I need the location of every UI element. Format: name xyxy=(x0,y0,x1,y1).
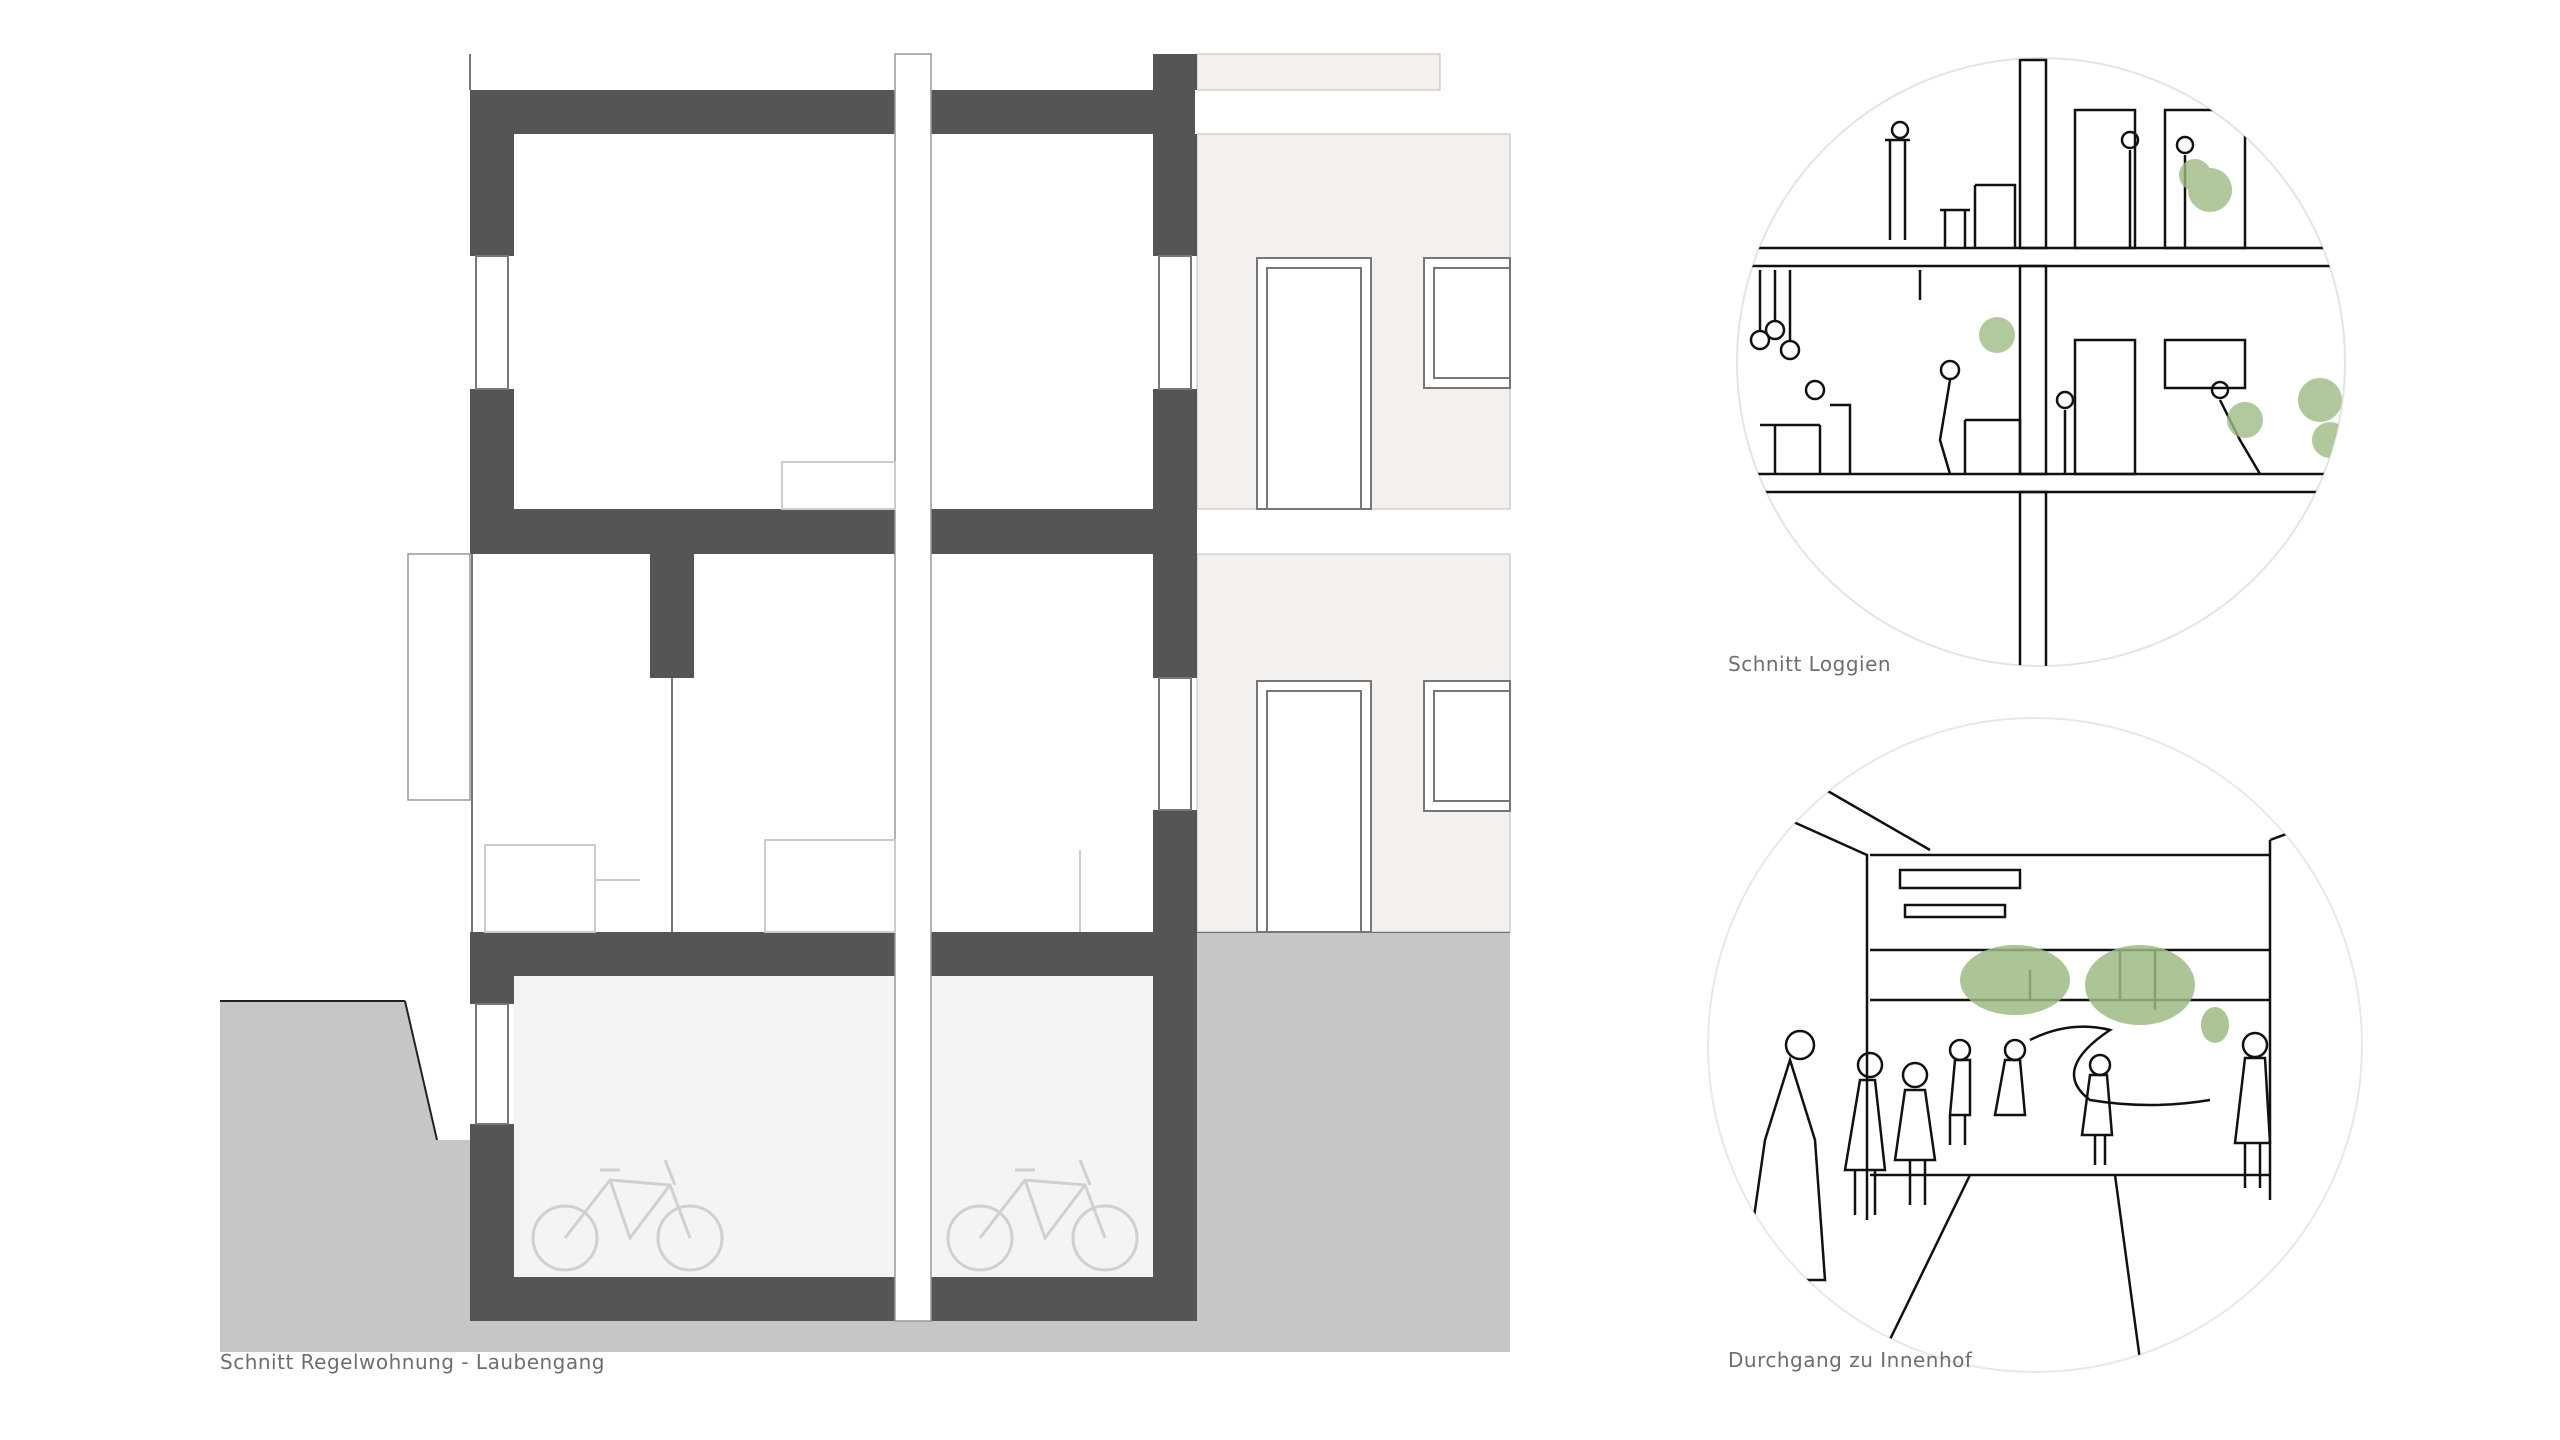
passage-sketch xyxy=(1743,768,2362,1361)
caption-section-loggia: Schnitt Loggien xyxy=(1728,652,1892,676)
passage-vignette xyxy=(1707,717,2363,1373)
shaft xyxy=(894,53,932,1322)
windows xyxy=(469,54,1192,1125)
structure-walls xyxy=(470,54,1197,1321)
loggia-plants xyxy=(1979,159,2345,458)
caption-section-main: Schnitt Regelwohnung - Laubengang xyxy=(220,1350,605,1374)
facade-doors-windows xyxy=(1256,257,1511,933)
basement-room xyxy=(514,976,1153,1277)
bicycle-icon xyxy=(531,1159,1139,1272)
courtyard-trees xyxy=(1960,945,2229,1043)
loggia-vignette xyxy=(1736,57,2346,667)
ground xyxy=(220,932,1510,1352)
caption-passage: Durchgang zu Innenhof xyxy=(1728,1348,1973,1372)
balcony-box xyxy=(407,553,471,801)
furniture xyxy=(484,461,1081,933)
